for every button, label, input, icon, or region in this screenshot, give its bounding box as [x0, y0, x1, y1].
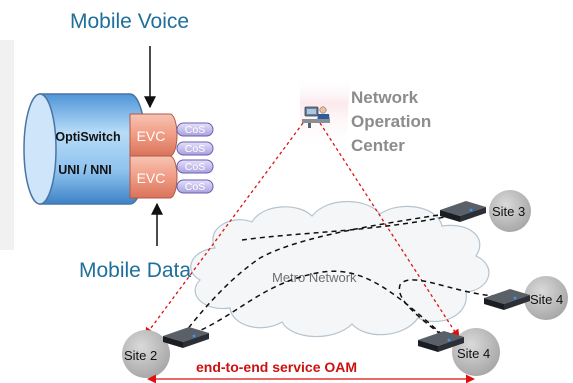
- noc-link-site4: [319, 122, 460, 339]
- service-path: [241, 215, 451, 241]
- cos-label: CoS: [185, 124, 205, 136]
- service-path: [182, 212, 453, 336]
- site-label: Site 2: [124, 348, 157, 363]
- noc-label-line2: Operation: [351, 112, 431, 131]
- cos-pill: CoS: [176, 179, 214, 194]
- evc-block-top: EVC: [129, 113, 178, 157]
- cylinder-face: [23, 93, 57, 205]
- site-4-bottom-node: Site 4: [418, 328, 500, 376]
- site-4-node: Site 4: [484, 276, 568, 320]
- site-label: Site 3: [492, 204, 525, 219]
- device-name: OptiSwitch: [55, 130, 120, 144]
- evc-label: EVC: [137, 170, 166, 186]
- cos-label: CoS: [185, 161, 205, 173]
- cos-pill: CoS: [176, 141, 214, 156]
- cos-label: CoS: [185, 181, 205, 193]
- device-interface: UNI / NNI: [58, 163, 111, 177]
- site-label: Site 4: [530, 292, 563, 307]
- oam-caption: end-to-end service OAM: [196, 359, 357, 375]
- left-edge-texture: [0, 40, 14, 250]
- site-label: Site 4: [457, 346, 490, 361]
- metro-network-label: Metro Network: [272, 270, 357, 285]
- service-path: [398, 279, 495, 341]
- metro-network-cloud: Metro Network: [190, 200, 490, 338]
- site-3-node: Site 3: [440, 190, 531, 232]
- noc-operator-icon: [302, 106, 330, 128]
- network-device-icon: [484, 289, 530, 310]
- evc-label: EVC: [137, 128, 166, 144]
- cos-label: CoS: [185, 143, 205, 155]
- cos-pill: CoS: [176, 159, 214, 174]
- noc-label-line1: Network: [351, 88, 419, 107]
- optiswitch-device: OptiSwitch UNI / NNI: [23, 93, 147, 205]
- network-device-icon: [418, 331, 464, 352]
- mobile-data-label: Mobile Data: [79, 259, 191, 282]
- network-device-icon: [440, 201, 486, 222]
- noc-label-line3: Center: [351, 136, 405, 155]
- site-2-node: Site 2: [122, 327, 209, 378]
- network-device-icon: [163, 327, 209, 348]
- cos-pill: CoS: [176, 122, 214, 137]
- evc-block-bottom: EVC: [129, 155, 178, 199]
- noc-link-site2: [144, 122, 304, 337]
- mobile-voice-label: Mobile Voice: [70, 10, 189, 33]
